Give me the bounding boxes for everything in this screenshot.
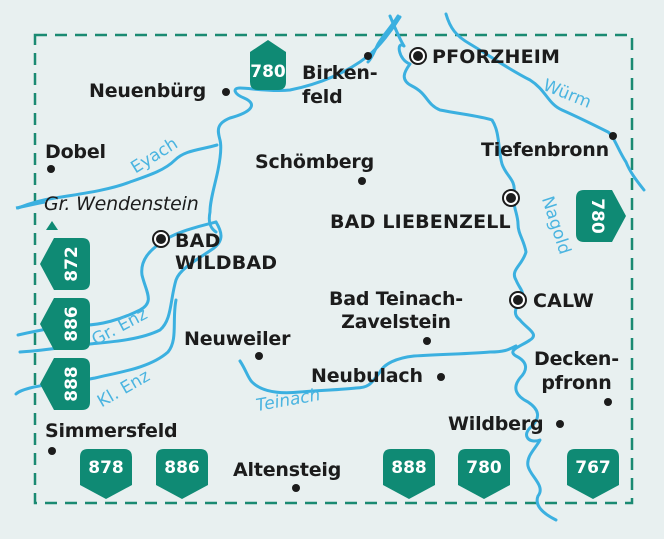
- label-wildberg: Wildberg: [448, 413, 544, 435]
- town-dot-simmersfeld: [48, 447, 56, 455]
- town-dot-neuenbuerg: [222, 88, 230, 96]
- peak-icon: [46, 221, 58, 230]
- label-neuweiler: Neuweiler: [184, 328, 291, 350]
- label-altensteig: Altensteig: [233, 459, 342, 481]
- river-wuerm: [444, 12, 646, 192]
- town-dot-neubulach: [437, 373, 445, 381]
- town-dot-birkenfeld: [364, 52, 372, 60]
- river-nagold: [388, 14, 558, 522]
- adjacent-map-shield-bottom-886[interactable]: 886: [156, 449, 208, 499]
- city-marker-bad-wildbad: [152, 230, 170, 248]
- label-bad-teinach-zavelstein: Bad Teinach- Zavelstein: [329, 288, 463, 333]
- label-birkenfeld: Birken- feld: [302, 62, 378, 108]
- label-calw: CALW: [533, 290, 595, 312]
- map-sheet-border: [33, 33, 634, 505]
- label-deckenpfronn: Decken- pfronn: [534, 348, 619, 394]
- city-marker-bad-liebenzell: [502, 189, 520, 207]
- town-dot-bad-teinach: [423, 337, 431, 345]
- town-dot-altensteig: [292, 484, 300, 492]
- label-tiefenbronn: Tiefenbronn: [481, 139, 609, 161]
- river-left-stub: [15, 200, 46, 210]
- town-dot-neuweiler: [255, 352, 263, 360]
- city-marker-pforzheim: [409, 47, 427, 65]
- river-teinach: [238, 344, 518, 395]
- river-kl-enz: [14, 298, 178, 396]
- town-dot-deckenpfronn: [604, 398, 612, 406]
- river-eyach: [16, 143, 219, 210]
- adjacent-map-shield-bottom-780[interactable]: 780: [458, 449, 510, 499]
- label-neuenbuerg: Neuenbürg: [89, 80, 207, 102]
- river-tributary-birkenfeld: [366, 14, 400, 64]
- label-pforzheim: PFORZHEIM: [432, 46, 561, 68]
- adjacent-map-shield-bottom-767[interactable]: 767: [567, 449, 619, 499]
- town-dot-dobel: [47, 165, 55, 173]
- city-marker-calw: [509, 291, 527, 309]
- adjacent-map-shield-right-780[interactable]: 780: [576, 190, 628, 242]
- adjacent-map-shield-top-780[interactable]: 780: [242, 40, 294, 90]
- adjacent-map-shield-left-888[interactable]: 888: [40, 358, 90, 410]
- label-neubulach: Neubulach: [311, 365, 423, 387]
- adjacent-map-shield-bottom-878[interactable]: 878: [80, 449, 132, 499]
- town-dot-wildberg: [556, 420, 564, 428]
- label-simmersfeld: Simmersfeld: [45, 420, 178, 442]
- river-enz: [207, 15, 402, 234]
- label-bad-wildbad: BAD WILDBAD: [175, 230, 278, 274]
- adjacent-map-shield-left-886[interactable]: 886: [40, 298, 90, 350]
- label-bad-liebenzell: BAD LIEBENZELL: [330, 211, 511, 233]
- town-dot-schoemberg: [358, 177, 366, 185]
- label-gr-wendenstein: Gr. Wendenstein: [44, 193, 199, 215]
- town-dot-tiefenbronn: [609, 132, 617, 140]
- adjacent-map-shield-bottom-888[interactable]: 888: [383, 449, 435, 499]
- label-schoemberg: Schömberg: [255, 151, 374, 173]
- label-dobel: Dobel: [45, 141, 106, 163]
- adjacent-map-shield-left-872[interactable]: 872: [40, 238, 90, 290]
